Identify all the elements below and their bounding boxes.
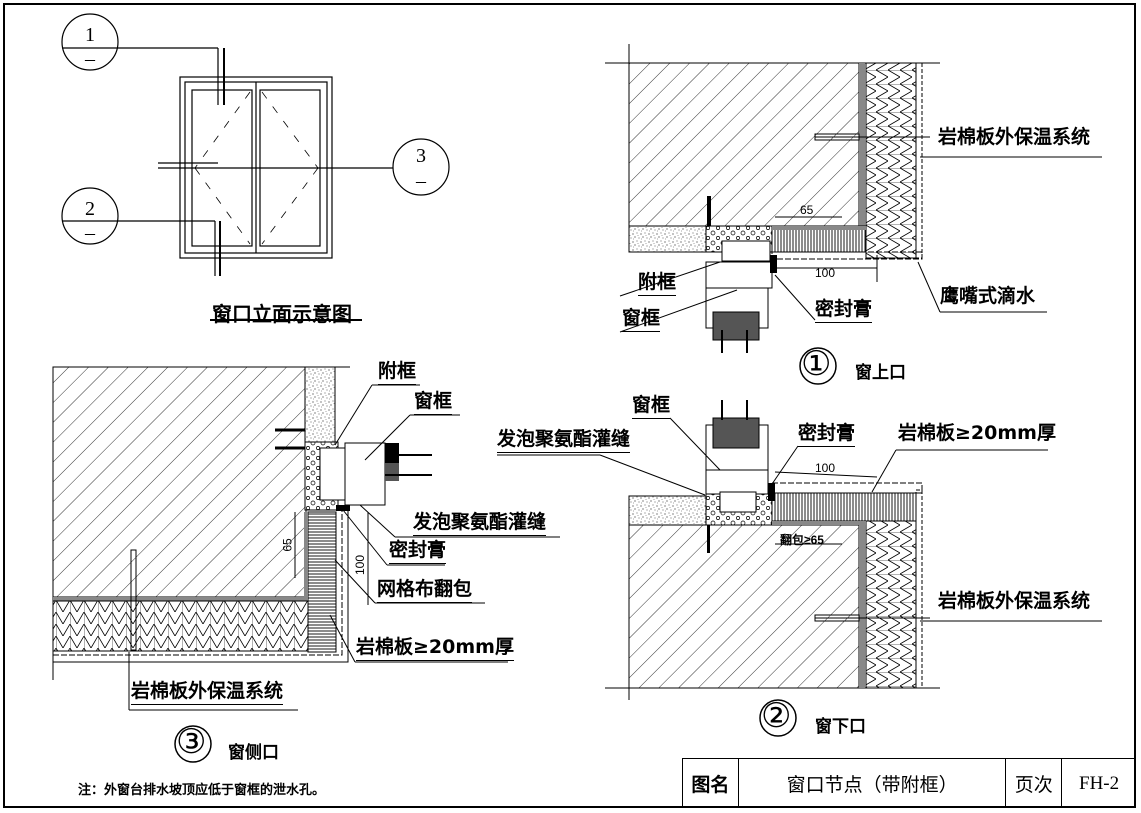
detail-2-title: 窗下口 [815,717,866,737]
section-marker-3-number: 3 [416,145,426,167]
label-sealant: 密封膏 [389,541,447,564]
dim-100: 100 [815,461,836,475]
label-insulation-system: 岩棉板外保温系统 [131,682,284,705]
label-rockwool: 岩棉板≥20mm厚 [356,638,514,661]
dim-100: 100 [353,554,368,576]
drawing-border [3,3,1136,808]
section-marker-1-sub: – [85,48,95,70]
label-foam: 发泡聚氨酯灌缝 [497,430,631,453]
section-marker-2-sub: – [85,222,95,244]
label-insulation-system: 岩棉板外保温系统 [938,590,1091,612]
detail-2-number: ② [761,698,792,735]
dim-65: 65 [280,538,295,552]
label-window-frame: 窗框 [632,396,671,419]
detail-window-sill [497,400,1102,737]
detail-1-title: 窗上口 [855,363,906,383]
dim-100: 100 [815,266,836,280]
detail-window-head [605,44,1102,385]
title-block-name-label: 图名 [683,759,739,808]
label-subframe: 附框 [638,273,677,296]
label-window-frame: 窗框 [622,309,661,332]
title-block-page-label: 页次 [1006,759,1063,808]
footnote: 注：外窗台排水坡顶应低于窗框的泄水孔。 [78,783,326,798]
title-block-name: 窗口节点（带附框） [739,759,1007,808]
detail-3-number: ③ [176,724,207,761]
label-insulation-system: 岩棉板外保温系统 [938,126,1091,148]
label-window-frame: 窗框 [414,392,453,415]
elevation-title: 窗口立面示意图 [212,302,352,326]
section-marker-3-sub: – [416,170,426,192]
window-elevation [61,13,450,321]
dim-65: 65 [800,203,814,217]
detail-window-jamb [52,366,560,763]
section-marker-1-number: 1 [85,24,95,46]
label-foam: 发泡聚氨酯灌缝 [413,513,547,536]
section-marker-2-number: 2 [85,198,95,220]
label-subframe: 附框 [378,362,417,385]
label-sealant: 密封膏 [798,424,856,447]
label-sealant: 密封膏 [815,300,873,323]
title-block-page: FH-2 [1079,772,1120,794]
label-drip: 鹰嘴式滴水 [940,285,1036,307]
title-block: 图名 窗口节点（带附框） 页次 FH-2 [682,758,1136,808]
detail-3-title: 窗侧口 [228,743,279,763]
label-mesh: 网格布翻包 [377,580,473,603]
detail-1-number: ① [801,346,832,383]
dim-wrap: 翻包≥65 [780,533,824,547]
label-rockwool: 岩棉板≥20mm厚 [898,422,1056,444]
